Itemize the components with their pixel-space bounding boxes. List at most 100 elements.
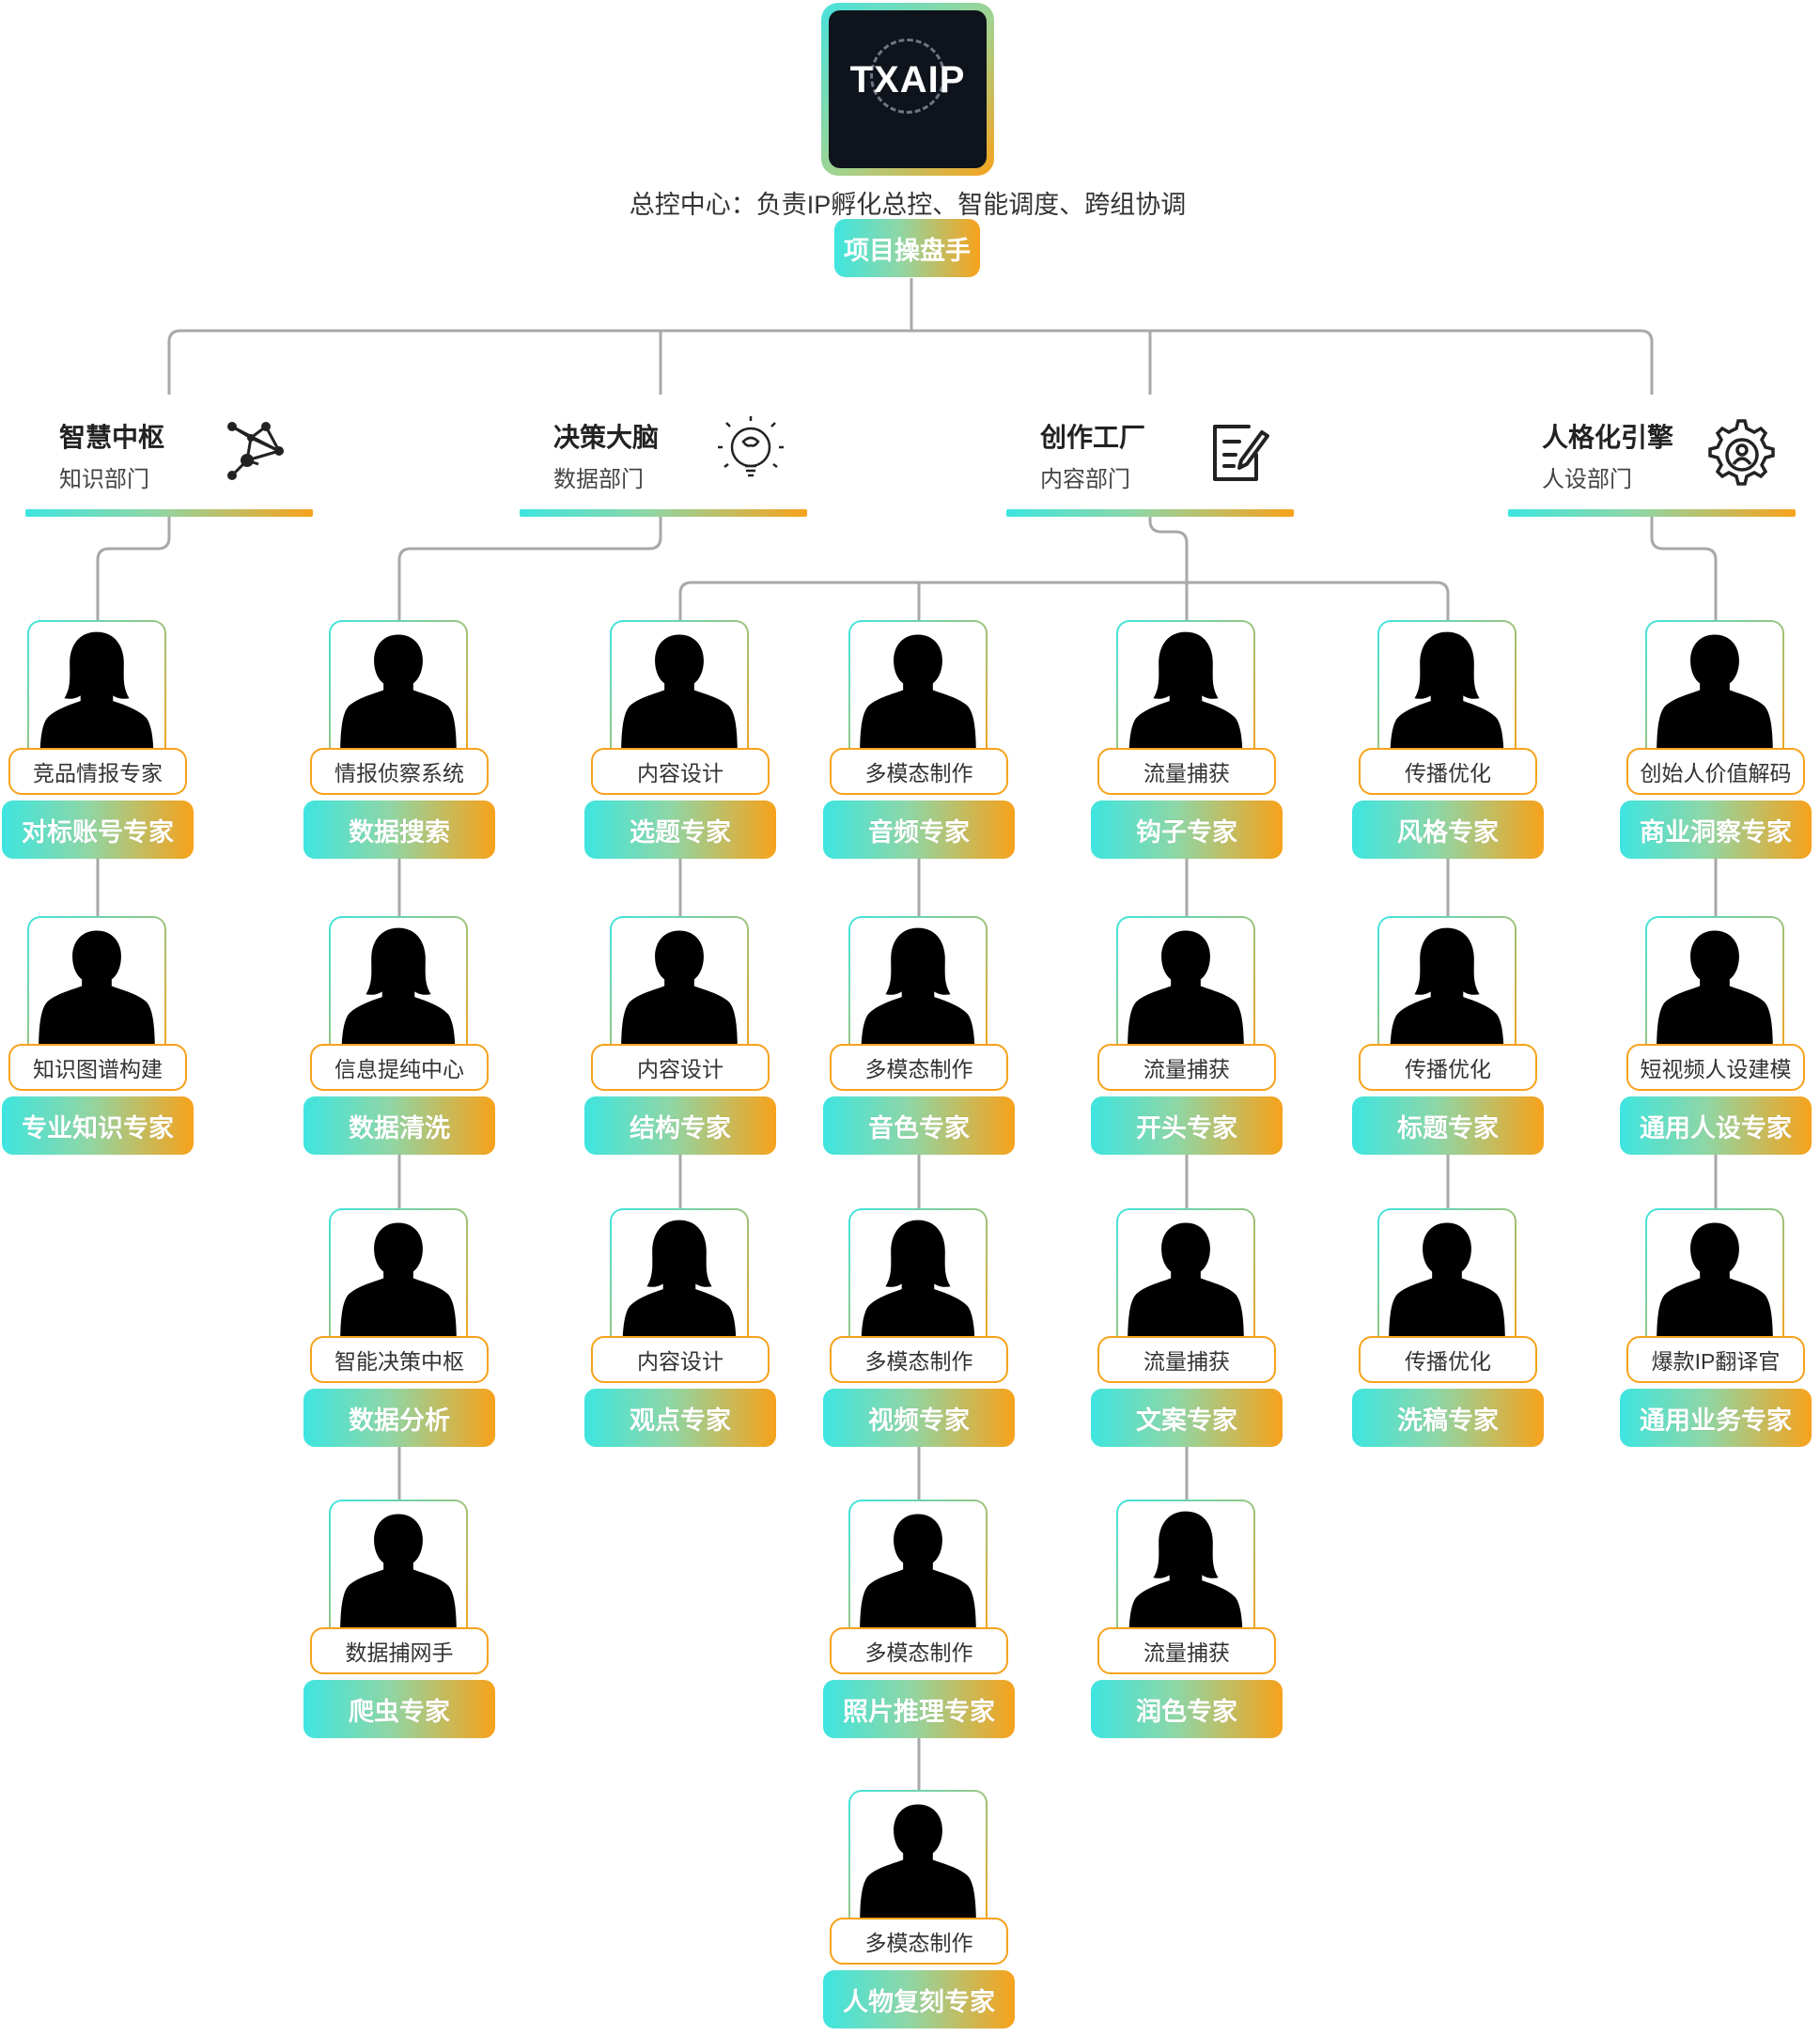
- avatar: [329, 620, 468, 761]
- male-silhouette-icon: [1647, 1210, 1782, 1347]
- dept-subtitle: 人设部门: [1542, 467, 1632, 492]
- expert-card: 多模态制作照片推理专家: [823, 1500, 1015, 1738]
- expert-role-label: 流量捕获: [1097, 1044, 1276, 1091]
- expert-card: 传播优化洗稿专家: [1352, 1208, 1544, 1447]
- expert-card: 智能决策中枢数据分析: [303, 1208, 495, 1447]
- logo-ring-icon: [870, 39, 945, 114]
- expert-role-label: 传播优化: [1359, 748, 1537, 795]
- expert-name-badge: 开头专家: [1091, 1096, 1283, 1155]
- female-silhouette-icon: [1118, 1501, 1253, 1639]
- female-silhouette-icon: [1379, 622, 1515, 759]
- expert-role-label: 流量捕获: [1097, 1336, 1276, 1383]
- male-silhouette-icon: [29, 918, 164, 1055]
- logo: TXAIP: [821, 3, 994, 176]
- expert-name-badge: 标题专家: [1352, 1096, 1544, 1155]
- expert-card: 数据捕网手爬虫专家: [303, 1500, 495, 1738]
- male-silhouette-icon: [1118, 1210, 1253, 1347]
- male-silhouette-icon: [1118, 918, 1253, 1055]
- expert-card: 多模态制作音色专家: [823, 916, 1015, 1155]
- avatar: [610, 620, 749, 761]
- expert-card: 知识图谱构建专业知识专家: [2, 916, 194, 1155]
- female-silhouette-icon: [850, 918, 986, 1055]
- expert-card: 流量捕获润色专家: [1091, 1500, 1283, 1738]
- edit-document-icon: [1200, 413, 1275, 489]
- male-silhouette-icon: [331, 1210, 466, 1347]
- expert-role-label: 多模态制作: [830, 1627, 1008, 1674]
- avatar: [848, 1790, 988, 1931]
- dept-title: 创作工厂: [1040, 423, 1146, 452]
- female-silhouette-icon: [1118, 622, 1253, 759]
- female-silhouette-icon: [612, 1210, 747, 1347]
- expert-role-label: 流量捕获: [1097, 1627, 1276, 1674]
- expert-name-badge: 洗稿专家: [1352, 1389, 1544, 1447]
- expert-name-badge: 音频专家: [823, 800, 1015, 859]
- dept-persona: 人格化引擎 人设部门: [1508, 413, 1796, 517]
- expert-role-label: 创始人价值解码: [1626, 748, 1805, 795]
- expert-role-label: 多模态制作: [830, 1918, 1008, 1965]
- expert-name-badge: 专业知识专家: [2, 1096, 194, 1155]
- female-silhouette-icon: [29, 622, 164, 759]
- dept-title: 人格化引擎: [1542, 423, 1674, 452]
- avatar: [1645, 1208, 1784, 1349]
- connector-line: [678, 581, 1450, 620]
- expert-name-badge: 音色专家: [823, 1096, 1015, 1155]
- brain-bulb-icon: [713, 413, 788, 489]
- avatar: [1377, 620, 1517, 761]
- avatar: [27, 620, 166, 761]
- expert-role-label: 多模态制作: [830, 1336, 1008, 1383]
- expert-name-badge: 润色专家: [1091, 1680, 1283, 1738]
- expert-role-label: 内容设计: [591, 1044, 770, 1091]
- avatar: [1377, 916, 1517, 1057]
- expert-card: 情报侦察系统数据搜索: [303, 620, 495, 859]
- expert-role-label: 多模态制作: [830, 748, 1008, 795]
- male-silhouette-icon: [850, 622, 986, 759]
- female-silhouette-icon: [331, 918, 466, 1055]
- expert-name-badge: 视频专家: [823, 1389, 1015, 1447]
- avatar: [848, 916, 988, 1057]
- male-silhouette-icon: [1647, 622, 1782, 759]
- expert-name-badge: 选题专家: [584, 800, 776, 859]
- male-silhouette-icon: [850, 1501, 986, 1639]
- dept-title: 智慧中枢: [59, 423, 165, 452]
- expert-name-badge: 爬虫专家: [303, 1680, 495, 1738]
- expert-card: 多模态制作音频专家: [823, 620, 1015, 859]
- expert-role-label: 爆款IP翻译官: [1626, 1336, 1805, 1383]
- male-silhouette-icon: [850, 1792, 986, 1929]
- expert-name-badge: 数据清洗: [303, 1096, 495, 1155]
- dept-underline: [520, 509, 807, 517]
- dept-underline: [25, 509, 313, 517]
- avatar: [1645, 916, 1784, 1057]
- expert-role-label: 流量捕获: [1097, 748, 1276, 795]
- expert-name-badge: 商业洞察专家: [1620, 800, 1812, 859]
- avatar: [1116, 1208, 1255, 1349]
- expert-name-badge: 数据搜索: [303, 800, 495, 859]
- avatar: [610, 916, 749, 1057]
- avatar: [329, 1208, 468, 1349]
- avatar: [1116, 1500, 1255, 1640]
- avatar: [848, 1500, 988, 1640]
- expert-role-label: 传播优化: [1359, 1044, 1537, 1091]
- root-description: 总控中心：负责IP孵化总控、智能调度、跨组协调: [629, 191, 1187, 219]
- expert-card: 多模态制作视频专家: [823, 1208, 1015, 1447]
- avatar: [1116, 620, 1255, 761]
- dept-knowledge: 智慧中枢 知识部门: [25, 413, 313, 517]
- logo-text: TXAIP: [849, 59, 966, 101]
- expert-name-badge: 人物复刻专家: [823, 1970, 1015, 2028]
- connector-line: [167, 329, 1654, 395]
- expert-name-badge: 文案专家: [1091, 1389, 1283, 1447]
- dept-subtitle: 数据部门: [553, 467, 644, 492]
- male-silhouette-icon: [612, 918, 747, 1055]
- avatar: [329, 916, 468, 1057]
- expert-role-label: 短视频人设建模: [1626, 1044, 1805, 1091]
- avatar: [1116, 916, 1255, 1057]
- expert-name-badge: 通用业务专家: [1620, 1389, 1812, 1447]
- expert-name-badge: 观点专家: [584, 1389, 776, 1447]
- expert-name-badge: 对标账号专家: [2, 800, 194, 859]
- expert-role-label: 数据捕网手: [310, 1627, 489, 1674]
- connector-line: [1650, 517, 1718, 620]
- expert-role-label: 多模态制作: [830, 1044, 1008, 1091]
- connector-line: [397, 517, 662, 620]
- expert-role-label: 信息提纯中心: [310, 1044, 489, 1091]
